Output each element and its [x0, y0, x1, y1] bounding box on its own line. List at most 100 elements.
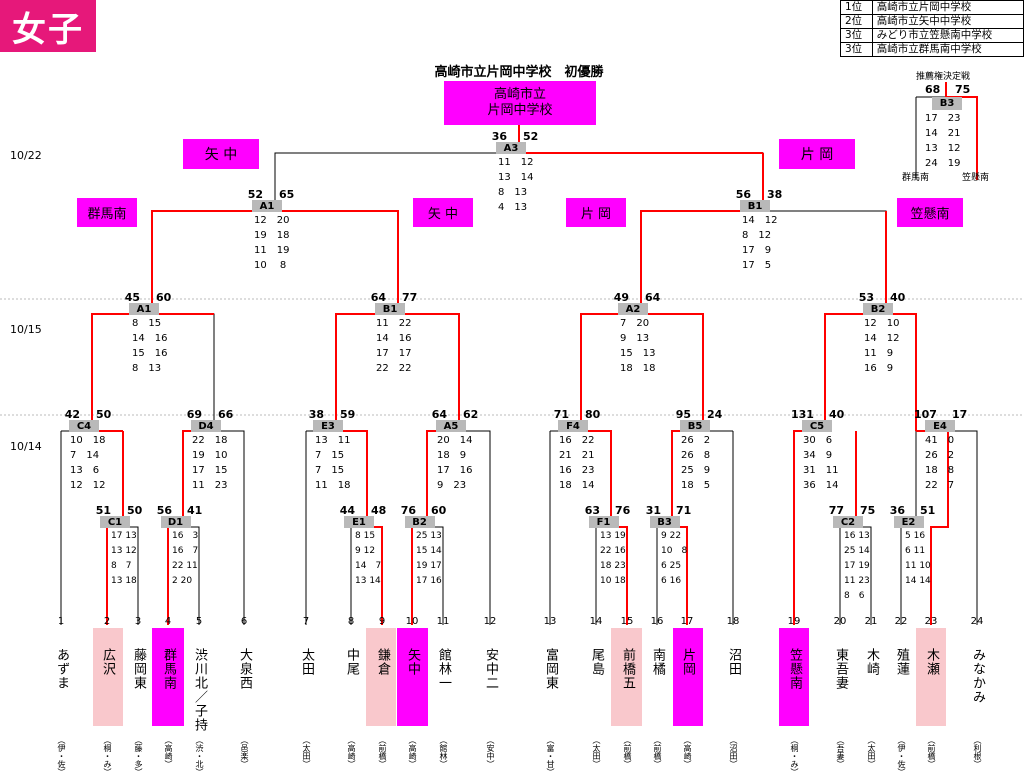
team-region: （館林）: [439, 736, 448, 768]
team-region: （沼田）: [729, 736, 738, 768]
team-seed-number: 5: [195, 616, 203, 627]
ranking-table: 1位高崎市立片岡中学校 2位高崎市立矢中中学校 3位みどり市立笠懸南中学校 3位…: [840, 0, 1024, 57]
match-set-scores: 13 11 7 15 7 15 11 18: [315, 435, 351, 491]
champion-line-2: 片岡中学校: [487, 103, 553, 118]
match-score-left: 44: [339, 504, 355, 517]
team-seed-number: 1: [57, 616, 65, 627]
team-seed-number: 6: [240, 616, 248, 627]
match-score-left: 51: [95, 504, 111, 517]
match-set-scores: 12 10 14 12 11 9 16 9: [864, 318, 900, 374]
match-label: E1: [344, 516, 374, 528]
team-region: （前橋）: [653, 736, 662, 768]
team-name: 中尾: [344, 648, 359, 676]
match-label: A1: [129, 303, 159, 315]
match-label: A5: [436, 420, 466, 432]
match-set-scores: 26 2 26 8 25 9 18 5: [681, 435, 711, 491]
team-region: （高崎）: [408, 736, 417, 768]
match-score-left: 38: [308, 408, 324, 421]
ranking-row: 3位高崎市立群馬南中学校: [840, 42, 1024, 57]
match-label: B2: [863, 303, 893, 315]
team-region: （高崎）: [347, 736, 356, 768]
match-score-left: 56: [735, 188, 751, 201]
third-place-title: 推薦権決定戦: [916, 72, 971, 82]
match-set-scores: 8 15 14 16 15 16 8 13: [132, 318, 168, 374]
match-label: A1: [252, 200, 282, 212]
team-seed-number: 18: [726, 616, 740, 627]
sf-b1-right-team: 笠懸南: [897, 198, 963, 227]
match-score-left: 56: [156, 504, 172, 517]
match-score-right: 40: [829, 408, 845, 421]
champion-box: 高崎市立 片岡中学校: [444, 81, 596, 125]
team-seed-number: 17: [680, 616, 694, 627]
match-label: B1: [740, 200, 770, 212]
third-place-score-right: 75: [955, 83, 971, 96]
match-label: B1: [375, 303, 405, 315]
third-place-right-team: 笠懸南: [962, 173, 990, 183]
match-set-scores: 25 13 15 14 19 17 17 16: [416, 531, 442, 586]
team-seed-number: 9: [378, 616, 386, 627]
team-seed-number: 20: [833, 616, 847, 627]
match-set-scores: 16 3 16 7 22 11 2 20: [172, 531, 199, 586]
team-seed-number: 19: [787, 616, 801, 627]
match-score-right: 51: [920, 504, 936, 517]
team-name: 館林一: [436, 648, 451, 690]
team-region: （利根）: [973, 736, 982, 768]
match-score-left: 52: [247, 188, 263, 201]
team-seed-number: 7: [302, 616, 310, 627]
match-label: A3: [496, 142, 526, 154]
match-set-scores: 7 20 9 13 15 13 18 18: [620, 318, 656, 374]
team-name: 藤岡東: [131, 648, 146, 690]
match-label: C5: [802, 420, 832, 432]
match-score-left: 64: [431, 408, 447, 421]
match-score-right: 52: [523, 130, 539, 143]
team-name: 前橋五: [620, 648, 635, 690]
third-place-sets: 17 23 14 21 13 12 24 19: [925, 113, 961, 169]
match-set-scores: 10 18 7 14 13 6 12 12: [70, 435, 106, 491]
match-set-scores: 5 16 6 11 11 10 14 14: [905, 531, 931, 586]
team-region: （桐・み）: [790, 736, 799, 776]
match-score-left: 77: [828, 504, 844, 517]
match-set-scores: 14 12 8 12 17 9 17 5: [742, 215, 778, 271]
match-label: E4: [925, 420, 955, 432]
ranking-row: 3位みどり市立笠懸南中学校: [840, 28, 1024, 43]
team-region: （高崎）: [164, 736, 173, 768]
match-set-scores: 16 13 25 14 17 19 11 23 8 6: [844, 531, 870, 601]
team-seed-number: 22: [894, 616, 908, 627]
team-seed-number: 23: [924, 616, 938, 627]
match-set-scores: 41 0 26 2 18 8 22 7: [925, 435, 955, 491]
match-set-scores: 11 12 13 14 8 13 4 13: [498, 157, 534, 213]
team-highlight: [366, 628, 396, 726]
team-seed-number: 10: [405, 616, 419, 627]
match-label: B3: [932, 97, 962, 110]
team-name: 安中二: [483, 648, 498, 690]
team-seed-number: 15: [620, 616, 634, 627]
team-name: 殖蓮: [894, 648, 909, 676]
match-score-left: 42: [64, 408, 80, 421]
match-score-right: 60: [156, 291, 172, 304]
match-score-right: 17: [952, 408, 968, 421]
team-name: 太田: [299, 648, 314, 676]
team-region: （藤・多）: [134, 736, 143, 776]
match-score-right: 62: [463, 408, 479, 421]
match-score-left: 49: [613, 291, 629, 304]
team-region: （桐・み）: [103, 736, 112, 776]
team-name: 大泉西: [237, 648, 252, 690]
team-name: 富岡東: [543, 648, 558, 690]
date-final: 10/22: [10, 149, 42, 162]
match-label: C4: [69, 420, 99, 432]
team-name: みなかみ: [970, 648, 985, 704]
match-score-left: 63: [584, 504, 600, 517]
team-region: （渋・北）: [195, 736, 204, 776]
team-region: （富・甘）: [546, 736, 555, 776]
team-region: （吾妻）: [836, 736, 845, 768]
match-score-right: 50: [127, 504, 143, 517]
match-score-right: 38: [767, 188, 783, 201]
match-score-left: 53: [858, 291, 874, 304]
team-region: （安中）: [486, 736, 495, 768]
team-seed-number: 12: [483, 616, 497, 627]
match-label: C1: [100, 516, 130, 528]
team-name: 広沢: [100, 648, 115, 676]
match-score-left: 36: [889, 504, 905, 517]
team-name: 南橘: [650, 648, 665, 676]
